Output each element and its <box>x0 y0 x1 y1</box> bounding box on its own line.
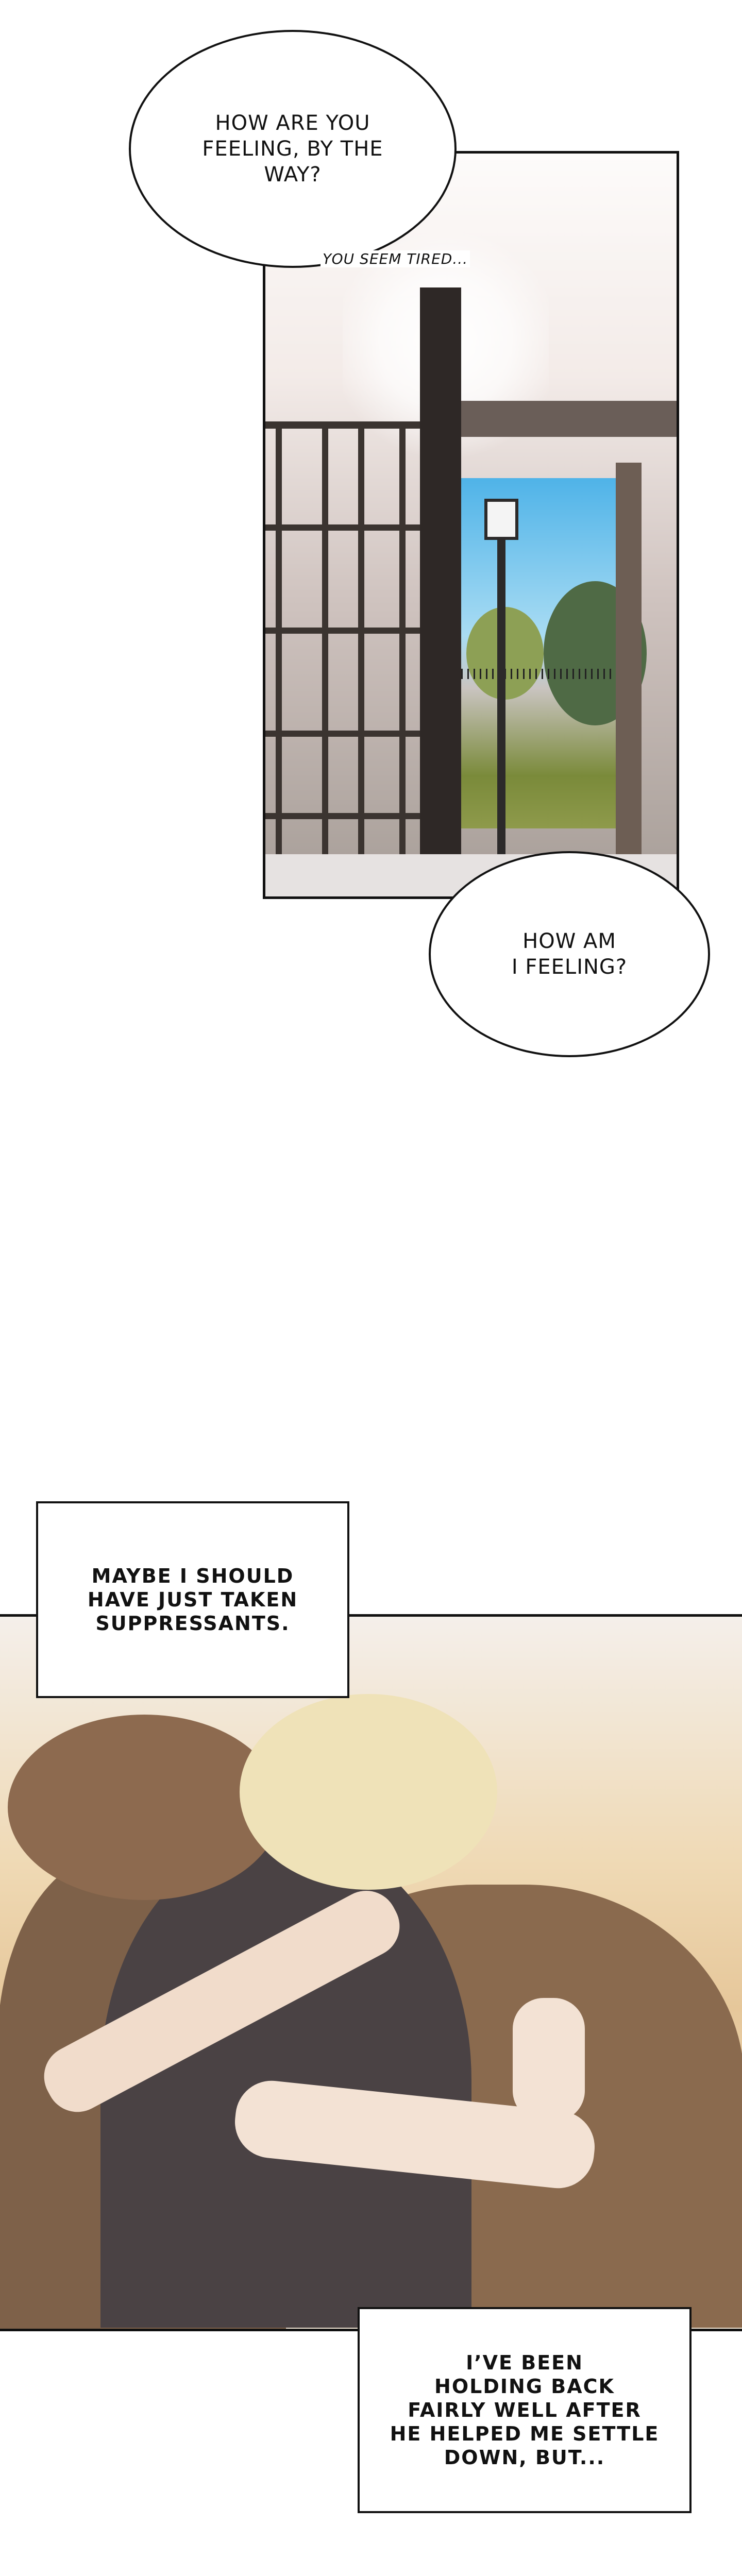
speech-bubble-text: HOW ARE YOU FEELING, BY THE WAY? <box>202 111 383 187</box>
caption-box: I’VE BEEN HOLDING BACK FAIRLY WELL AFTER… <box>358 2307 692 2513</box>
panel-embrace <box>0 1614 742 2331</box>
back-dark <box>100 1833 471 2328</box>
speech-bubble: HOW AM I FEELING? <box>429 851 710 1057</box>
panel-courtyard <box>263 151 679 899</box>
roof-beam <box>461 401 677 437</box>
caption-text: MAYBE I SHOULD HAVE JUST TAKEN SUPPRESSA… <box>87 1565 298 1635</box>
caption-box: MAYBE I SHOULD HAVE JUST TAKEN SUPPRESSA… <box>36 1501 349 1698</box>
fence <box>461 669 616 679</box>
lattice-window <box>265 287 461 896</box>
speech-bubble: HOW ARE YOU FEELING, BY THE WAY? <box>129 30 457 268</box>
door-frame-right <box>616 463 642 854</box>
lamp-head <box>484 499 518 540</box>
caption-text: I’VE BEEN HOLDING BACK FAIRLY WELL AFTER… <box>390 2351 660 2469</box>
lamp-post <box>497 535 505 859</box>
hand <box>513 1998 585 2122</box>
hair-blonde <box>240 1694 497 1890</box>
speech-bubble-text: HOW AM I FEELING? <box>511 929 628 979</box>
whisper-text: YOU SEEM TIRED... <box>321 250 470 267</box>
hair-brown <box>8 1715 281 1900</box>
